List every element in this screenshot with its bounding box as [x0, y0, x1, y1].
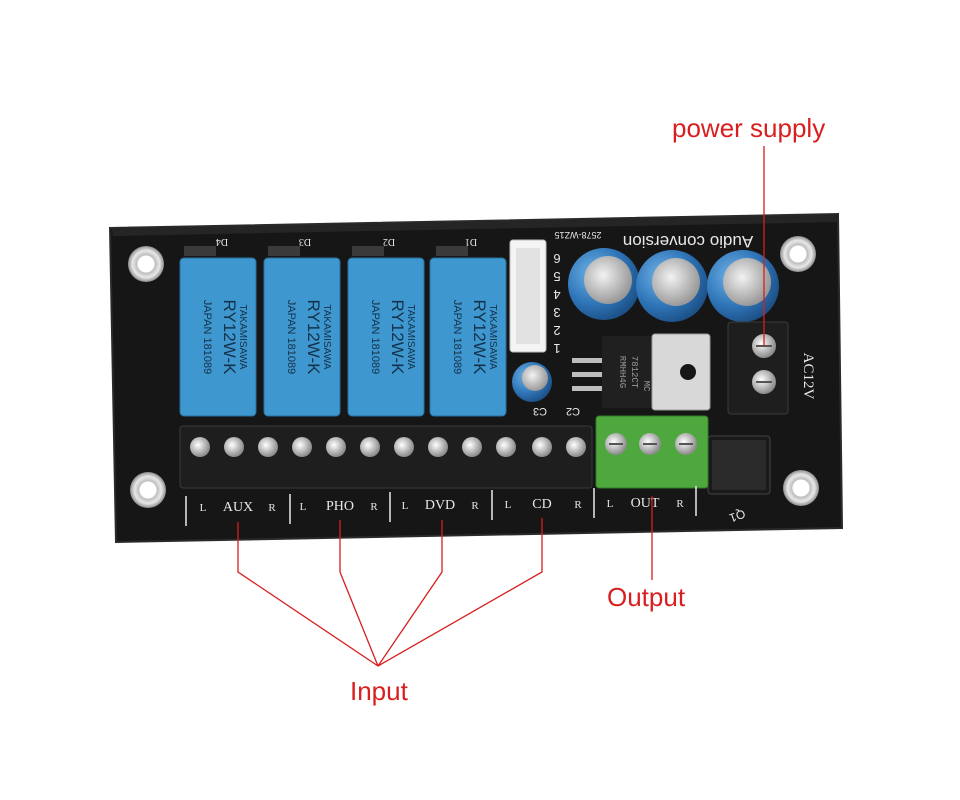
terminal-screw [566, 437, 586, 457]
output-terminal-block [595, 415, 709, 489]
channel-left-marker: L [300, 501, 307, 513]
relay-brand: TAKAMISAWA [487, 304, 498, 370]
pin-number: 3 [553, 305, 560, 320]
terminal-screw [532, 437, 552, 457]
terminal-screw [462, 437, 482, 457]
terminal-screws [190, 437, 586, 457]
capacitor-label: C3 [533, 405, 547, 417]
diode-label: D3 [299, 236, 311, 247]
voltage-regulator: 7812CT RMHH4G MC [572, 333, 711, 411]
terminal-screw [326, 437, 346, 457]
capacitors [512, 248, 779, 402]
relay: D4 TAKAMISAWA RY12W-K JAPAN 181089 [179, 236, 257, 417]
header-connector: 6 5 4 3 2 1 [509, 239, 561, 356]
terminal-screw [428, 437, 448, 457]
relay-lot: JAPAN 181089 [451, 300, 463, 374]
power-terminal-block [727, 321, 789, 415]
input-leader-line [339, 520, 379, 667]
channel-left-marker: L [402, 500, 409, 512]
channel-left-marker: L [505, 499, 512, 511]
rectifier-label: Q1 [727, 506, 747, 525]
channel-name: PHO [326, 499, 354, 514]
board-title: Audio conversion [623, 232, 753, 251]
capacitor-label: C2 [566, 405, 580, 417]
diode-label: D4 [216, 236, 228, 247]
terminal-screw [224, 437, 244, 457]
board-silkscreen: Audio conversion 2578-WZ15 AC12V Q1 C3 C… [533, 230, 816, 525]
mounting-holes [128, 236, 819, 508]
relay-model: RY12W-K [388, 300, 407, 376]
power-label: AC12V [800, 353, 816, 400]
input-terminal-strip [179, 425, 593, 489]
relay-model: RY12W-K [220, 300, 239, 376]
relay-model: RY12W-K [304, 300, 323, 376]
terminal-screw [394, 437, 414, 457]
mounting-hole [130, 472, 166, 508]
relay-lot: JAPAN 181089 [369, 300, 381, 374]
channel-name: DVD [425, 498, 455, 513]
mounting-hole [780, 236, 816, 272]
pin-number: 4 [553, 287, 560, 302]
pin-number: 1 [553, 341, 560, 356]
relay: D2 TAKAMISAWA RY12W-K JAPAN 181089 [347, 236, 425, 417]
channel-right-marker: R [574, 499, 582, 511]
input-leader-line [377, 518, 543, 667]
channel-left-marker: L [607, 498, 614, 510]
pin-number: 5 [553, 269, 560, 284]
mounting-hole [128, 246, 164, 282]
input-leader-line [377, 520, 443, 667]
bridge-rectifier [707, 435, 771, 495]
channel-name: OUT [631, 496, 660, 511]
channel-right-marker: R [370, 501, 378, 513]
input-callout: Input [350, 676, 408, 706]
mounting-hole [783, 470, 819, 506]
power-supply-callout: power supply [672, 113, 826, 143]
channel-right-marker: R [471, 500, 479, 512]
input-leader-line [237, 522, 379, 667]
pin-number: 2 [553, 323, 560, 338]
regulator-brand: MC [641, 381, 651, 392]
channel-name: CD [532, 497, 551, 512]
terminal-screw [258, 437, 278, 457]
terminal-screw [360, 437, 380, 457]
output-callout: Output [607, 582, 686, 612]
relay-model: RY12W-K [470, 300, 489, 376]
relay: D3 TAKAMISAWA RY12W-K JAPAN 181089 [263, 236, 341, 417]
regulator-marking: RMHH4G [617, 356, 627, 388]
relay-brand: TAKAMISAWA [321, 304, 332, 370]
board-model: 2578-WZ15 [554, 230, 601, 240]
diode-label: D1 [465, 236, 477, 247]
pin-number: 6 [553, 251, 560, 266]
terminal-screw [496, 437, 516, 457]
channel-right-marker: R [268, 502, 276, 514]
terminal-screw [292, 437, 312, 457]
channel-name: AUX [223, 500, 253, 515]
relay: D1 TAKAMISAWA RY12W-K JAPAN 181089 [429, 236, 507, 417]
relay-lot: JAPAN 181089 [201, 300, 213, 374]
channel-right-marker: R [676, 498, 684, 510]
regulator-marking: 7812CT [629, 356, 639, 389]
channel-left-marker: L [200, 502, 207, 514]
relay-brand: TAKAMISAWA [237, 304, 248, 370]
diode-label: D2 [383, 236, 395, 247]
annotation-lines [237, 146, 765, 667]
terminal-screw [190, 437, 210, 457]
relay-brand: TAKAMISAWA [405, 304, 416, 370]
relay-lot: JAPAN 181089 [285, 300, 297, 374]
relay-bank: D4 TAKAMISAWA RY12W-K JAPAN 181089 D3 TA… [179, 236, 507, 417]
